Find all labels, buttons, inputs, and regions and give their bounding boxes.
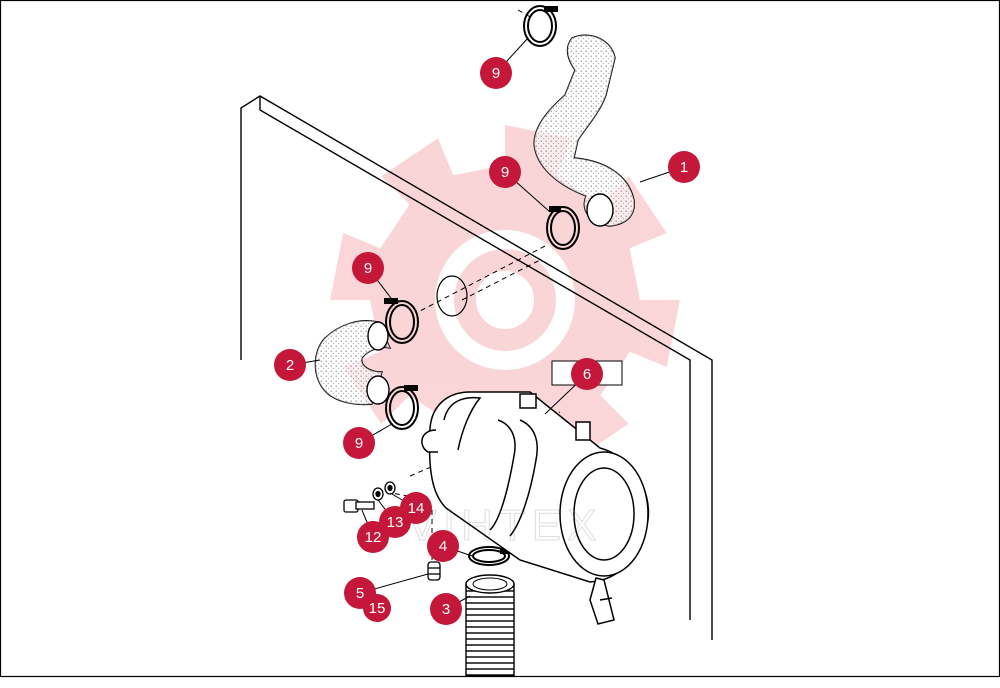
callout-badge <box>571 358 603 390</box>
callout-c-9c: 9 <box>352 252 384 284</box>
mounting-panel <box>240 95 713 640</box>
bellows-hose <box>465 574 515 677</box>
callout-c-14: 14 <box>400 492 432 524</box>
callout-badge <box>668 151 700 183</box>
callout-label: 5 <box>356 585 364 602</box>
callout-c-2: 2 <box>274 349 306 381</box>
dust-valve <box>427 561 441 581</box>
callout-label: 9 <box>501 164 509 181</box>
lower-elbow-hose <box>314 320 392 406</box>
callout-label: 9 <box>364 260 372 277</box>
callout-label: 13 <box>387 514 404 531</box>
callout-label: 1 <box>680 159 688 176</box>
callout-label: 2 <box>286 357 294 374</box>
callout-badge <box>400 492 432 524</box>
callout-label: 9 <box>492 65 500 82</box>
callout-label: 3 <box>442 601 450 618</box>
callout-c-4: 4 <box>427 530 459 562</box>
callout-c-1: 1 <box>668 151 700 183</box>
hose-clamps <box>385 5 580 566</box>
callout-c-9a: 9 <box>480 57 512 89</box>
callout-c-15: 15 <box>363 594 391 622</box>
watermark-gear-hole <box>435 230 575 370</box>
callout-label: 15 <box>369 600 386 617</box>
callout-badge <box>480 57 512 89</box>
panel-opening <box>436 275 468 317</box>
callout-c-6: 6 <box>571 358 603 390</box>
callout-badge <box>274 349 306 381</box>
callout-label: 12 <box>365 529 382 546</box>
callout-c-3: 3 <box>430 593 462 625</box>
callout-badge <box>352 252 384 284</box>
callout-badge <box>489 156 521 188</box>
callout-badge <box>430 593 462 625</box>
callout-label: 6 <box>583 366 591 383</box>
callout-badge <box>343 427 375 459</box>
callout-c-9b: 9 <box>489 156 521 188</box>
callout-label: 9 <box>355 435 363 452</box>
callout-label: 14 <box>408 500 425 517</box>
watermark-gear-ring <box>454 249 556 351</box>
callout-badge <box>363 594 391 622</box>
callout-label: 4 <box>439 538 447 555</box>
bolt-and-washers <box>343 481 396 513</box>
callout-c-9d: 9 <box>343 427 375 459</box>
air-filter-housing <box>421 391 650 625</box>
upper-hose <box>533 34 635 227</box>
callout-badge <box>427 530 459 562</box>
